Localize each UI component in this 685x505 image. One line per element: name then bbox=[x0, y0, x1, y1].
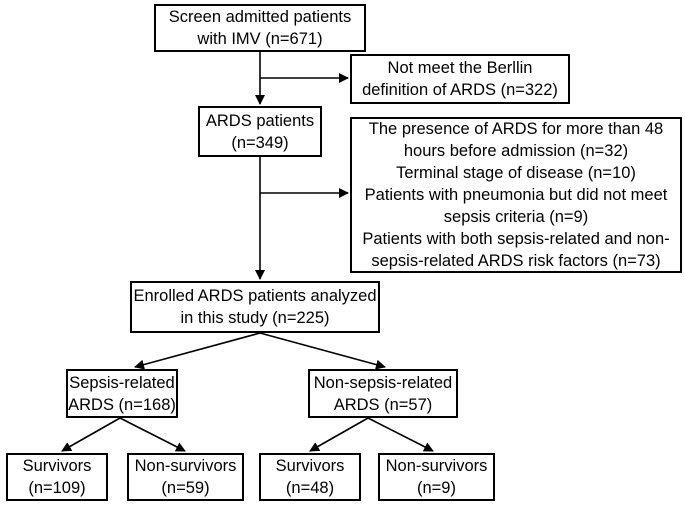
exclusion-criteria-line-7: sepsis-related ARDS risk factors (n=73) bbox=[371, 252, 661, 270]
sepsis-nonsurvivors-line-1: Non-survivors bbox=[134, 457, 237, 475]
exclusion-criteria-line-5: sepsis criteria (n=9) bbox=[443, 208, 589, 226]
exclusion-berlin-box: Not meet the Berllin definition of ARDS … bbox=[350, 54, 570, 104]
sepsis-survivors-line-1: Survivors bbox=[22, 457, 92, 475]
nonsepsis-nonsurvivors-line-2: (n=9) bbox=[417, 479, 456, 497]
ards-line-1: ARDS patients bbox=[205, 111, 315, 130]
nonsepsis-survivors-line-1: Survivors bbox=[275, 457, 345, 475]
exclusion-criteria-line-4: Patients with pneumonia but did not meet bbox=[364, 186, 668, 204]
arrow-enrolled-to-sepsis bbox=[134, 332, 261, 370]
sepsis-nonsurvivors-box: Non-survivors (n=59) bbox=[127, 453, 244, 501]
enrolled-box: Enrolled ARDS patients analyzed in this … bbox=[130, 281, 380, 333]
sepsis-survivors-box: Survivors (n=109) bbox=[6, 453, 108, 501]
arrow-sepsis-to-survivors bbox=[61, 417, 121, 452]
enrolled-line-2: in this study (n=225) bbox=[180, 309, 330, 327]
enrolled-line-1: Enrolled ARDS patients analyzed bbox=[133, 287, 377, 305]
sepsis-related-line-2: ARDS (n=168) bbox=[68, 395, 176, 414]
non-sepsis-related-line-2: ARDS (n=57) bbox=[333, 395, 433, 414]
arrow-nonsepsis-to-nonsurvivors bbox=[367, 417, 434, 452]
exclusion-criteria-line-2: hours before admission (n=32) bbox=[403, 142, 629, 160]
sepsis-related-box: Sepsis-related ARDS (n=168) bbox=[66, 369, 178, 418]
exclusion-criteria-line-1: The presence of ARDS for more than 48 bbox=[368, 120, 664, 138]
nonsepsis-nonsurvivors-line-1: Non-survivors bbox=[385, 457, 488, 475]
exclusion-berlin-line-1: Not meet the Berllin bbox=[387, 59, 533, 77]
non-sepsis-related-box: Non-sepsis-related ARDS (n=57) bbox=[308, 369, 458, 418]
exclusion-criteria-box: The presence of ARDS for more than 48 ho… bbox=[350, 117, 682, 273]
exclusion-criteria-line-6: Patients with both sepsis-related and no… bbox=[362, 230, 670, 248]
screen-box: Screen admitted patients with IMV (n=671… bbox=[154, 4, 366, 52]
nonsepsis-survivors-box: Survivors (n=48) bbox=[259, 453, 361, 501]
sepsis-related-line-1: Sepsis-related bbox=[69, 373, 175, 392]
exclusion-criteria-line-3: Terminal stage of disease (n=10) bbox=[396, 164, 636, 182]
screen-line-2: with IMV (n=671) bbox=[197, 30, 323, 48]
arrow-nonsepsis-to-survivors bbox=[309, 417, 369, 452]
non-sepsis-related-line-1: Non-sepsis-related bbox=[313, 373, 453, 392]
screen-line-1: Screen admitted patients bbox=[168, 8, 352, 26]
ards-line-2: (n=349) bbox=[231, 133, 289, 152]
arrow-enrolled-to-nonsepsis bbox=[259, 332, 386, 370]
nonsepsis-survivors-line-2: (n=48) bbox=[285, 479, 335, 497]
ards-box: ARDS patients (n=349) bbox=[198, 106, 322, 157]
nonsepsis-nonsurvivors-box: Non-survivors (n=9) bbox=[378, 453, 495, 501]
sepsis-survivors-line-2: (n=109) bbox=[28, 479, 86, 497]
exclusion-berlin-line-2: definition of ARDS (n=322) bbox=[362, 81, 558, 99]
sepsis-nonsurvivors-line-2: (n=59) bbox=[161, 479, 210, 497]
arrow-sepsis-to-nonsurvivors bbox=[119, 417, 186, 452]
